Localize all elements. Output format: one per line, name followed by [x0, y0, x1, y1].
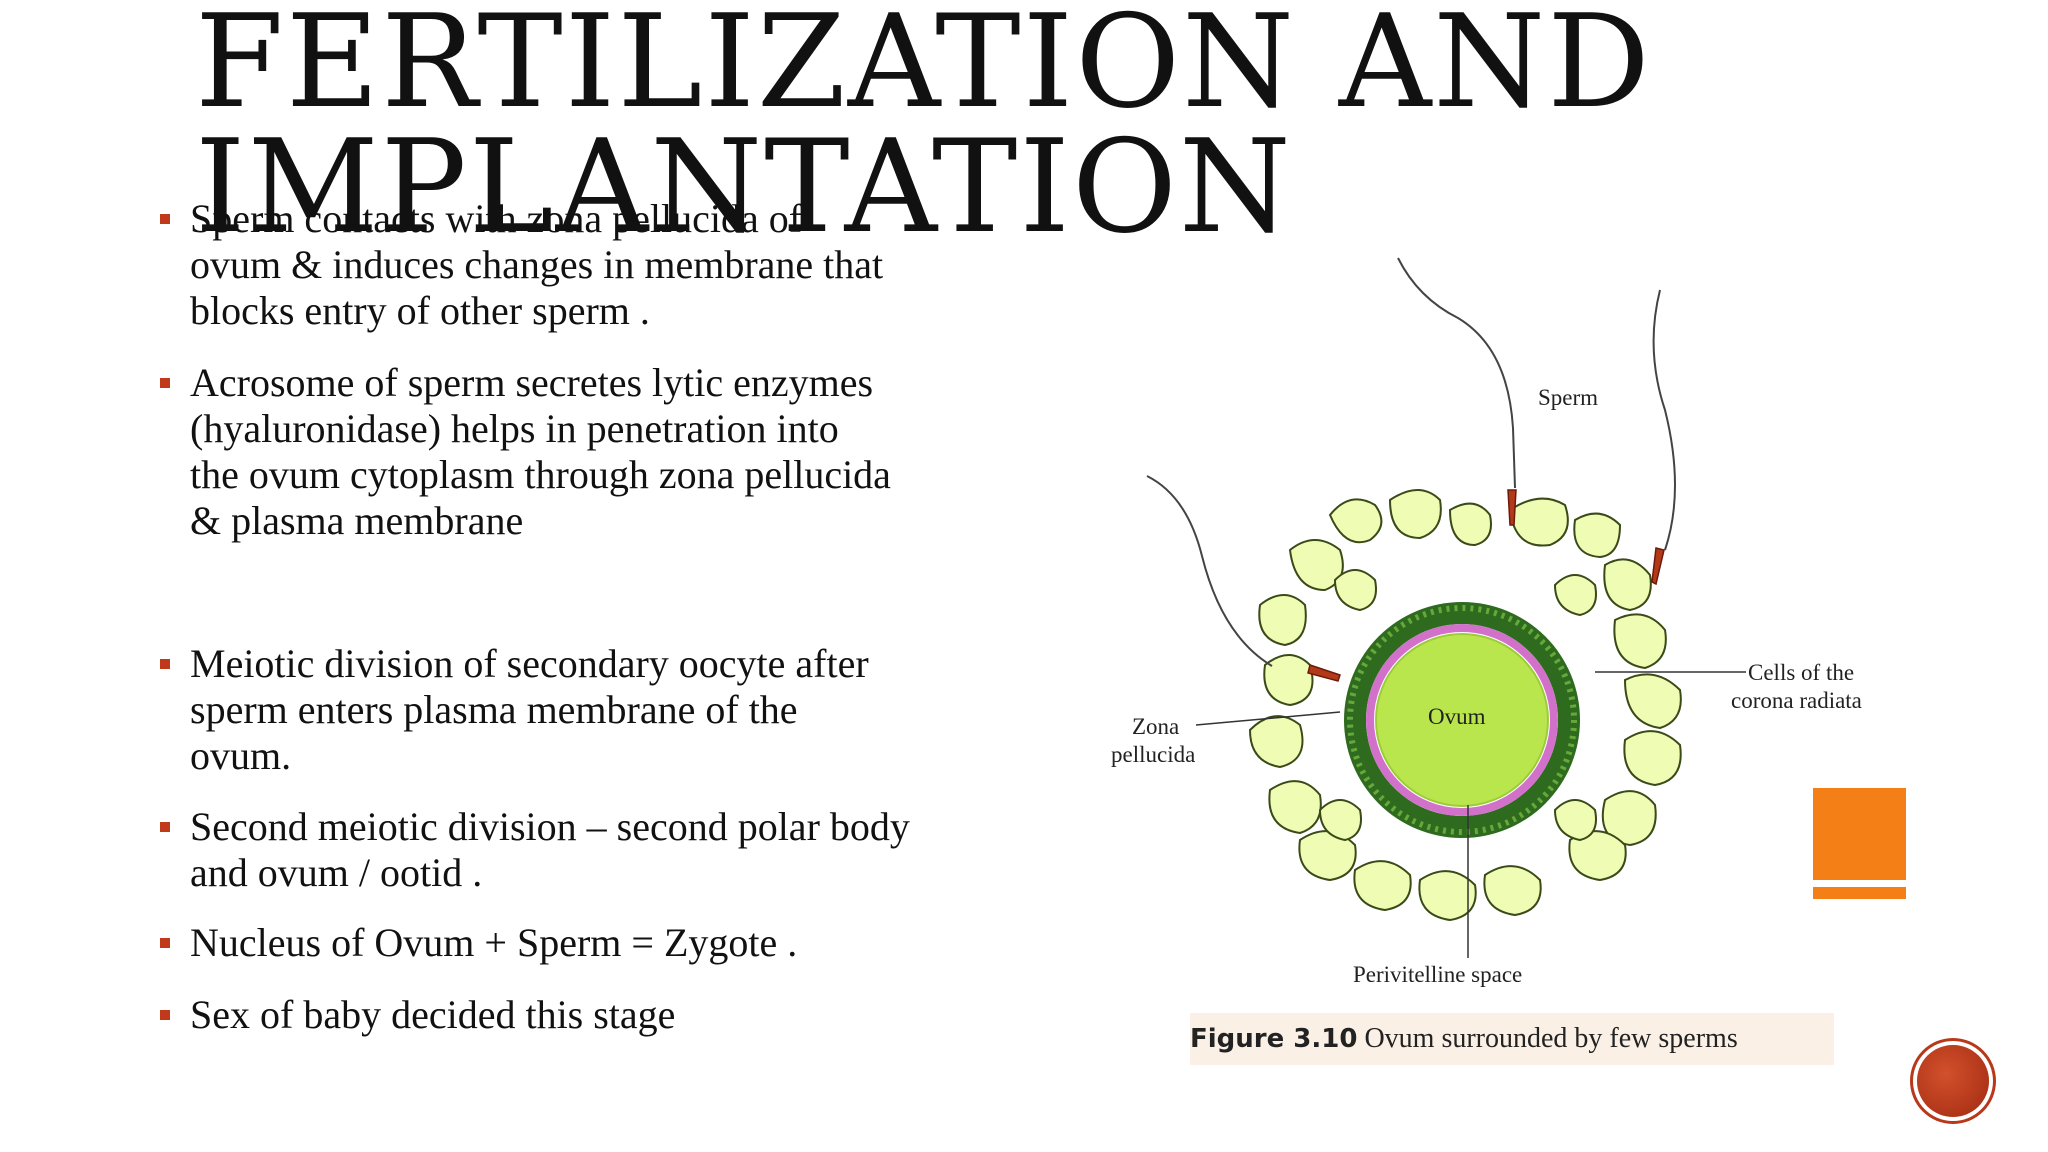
slide-title: FERTILIZATION AND IMPLANTATION — [195, 0, 1652, 262]
label-corona-2: corona radiata — [1731, 688, 1862, 713]
sperm-head — [1651, 547, 1665, 586]
bullet-item: Sperm contacts with zona pellucida of ov… — [160, 196, 1060, 334]
sperm-tail — [1146, 475, 1273, 667]
bullet-item: Second meiotic division – second polar b… — [160, 804, 1060, 896]
figure-number: Figure 3.10 — [1190, 1024, 1358, 1054]
label-sperm: Sperm — [1538, 385, 1598, 410]
bullet-item: Nucleus of Ovum + Sperm = Zygote . — [160, 920, 1060, 966]
bullet-marker — [160, 214, 170, 224]
sperm-tail — [1652, 289, 1676, 551]
bullet-text: Nucleus of Ovum + Sperm = Zygote . — [190, 920, 798, 965]
decor-orange-block — [1813, 788, 1906, 880]
ovum-figure: Sperm Cells of the corona radiata Zona p… — [1111, 257, 1862, 987]
bullet-marker — [160, 378, 170, 388]
figure-caption: Figure 3.10 Ovum surrounded by few sperm… — [1190, 1013, 1834, 1065]
bullet-marker — [160, 938, 170, 948]
label-zona-2: pellucida — [1111, 742, 1195, 767]
bullet-text: Second meiotic division – second polar b… — [190, 804, 910, 895]
title-line-2: IMPLANTATION — [195, 113, 1293, 262]
ovum-cytoplasm — [1376, 634, 1548, 806]
sperm-head — [1507, 489, 1517, 526]
corona-radiata-cells — [1248, 489, 1682, 922]
bullet-item: Acrosome of sperm secretes lytic enzymes… — [160, 360, 1060, 544]
bullet-marker — [160, 822, 170, 832]
bullet-item: Meiotic division of secondary oocyte aft… — [160, 641, 1060, 779]
bullet-marker — [160, 659, 170, 669]
decor-orange-bar — [1813, 887, 1906, 899]
sperm-heads — [1307, 489, 1665, 682]
label-corona-1: Cells of the — [1748, 660, 1854, 685]
bullet-text: Sperm contacts with zona pellucida of ov… — [190, 196, 884, 333]
label-ovum: Ovum — [1428, 704, 1486, 729]
sperm-tail — [1397, 257, 1516, 489]
bullet-text: Acrosome of sperm secretes lytic enzymes… — [190, 360, 891, 543]
bullet-text: Sex of baby decided this stage — [190, 992, 676, 1037]
figure-caption-text: Ovum surrounded by few sperms — [1357, 1023, 1738, 1054]
bullet-marker — [160, 1010, 170, 1020]
sperm-cells — [1146, 257, 1676, 667]
bullet-item: Sex of baby decided this stage — [160, 992, 1060, 1038]
bullet-text: Meiotic division of secondary oocyte aft… — [190, 641, 869, 778]
slide-nav-circle — [1917, 1045, 1989, 1117]
title-line-1: FERTILIZATION AND — [195, 0, 1652, 137]
label-zona-1: Zona — [1132, 714, 1179, 739]
sperm-head — [1307, 664, 1341, 682]
label-perivitelline: Perivitelline space — [1353, 962, 1522, 987]
